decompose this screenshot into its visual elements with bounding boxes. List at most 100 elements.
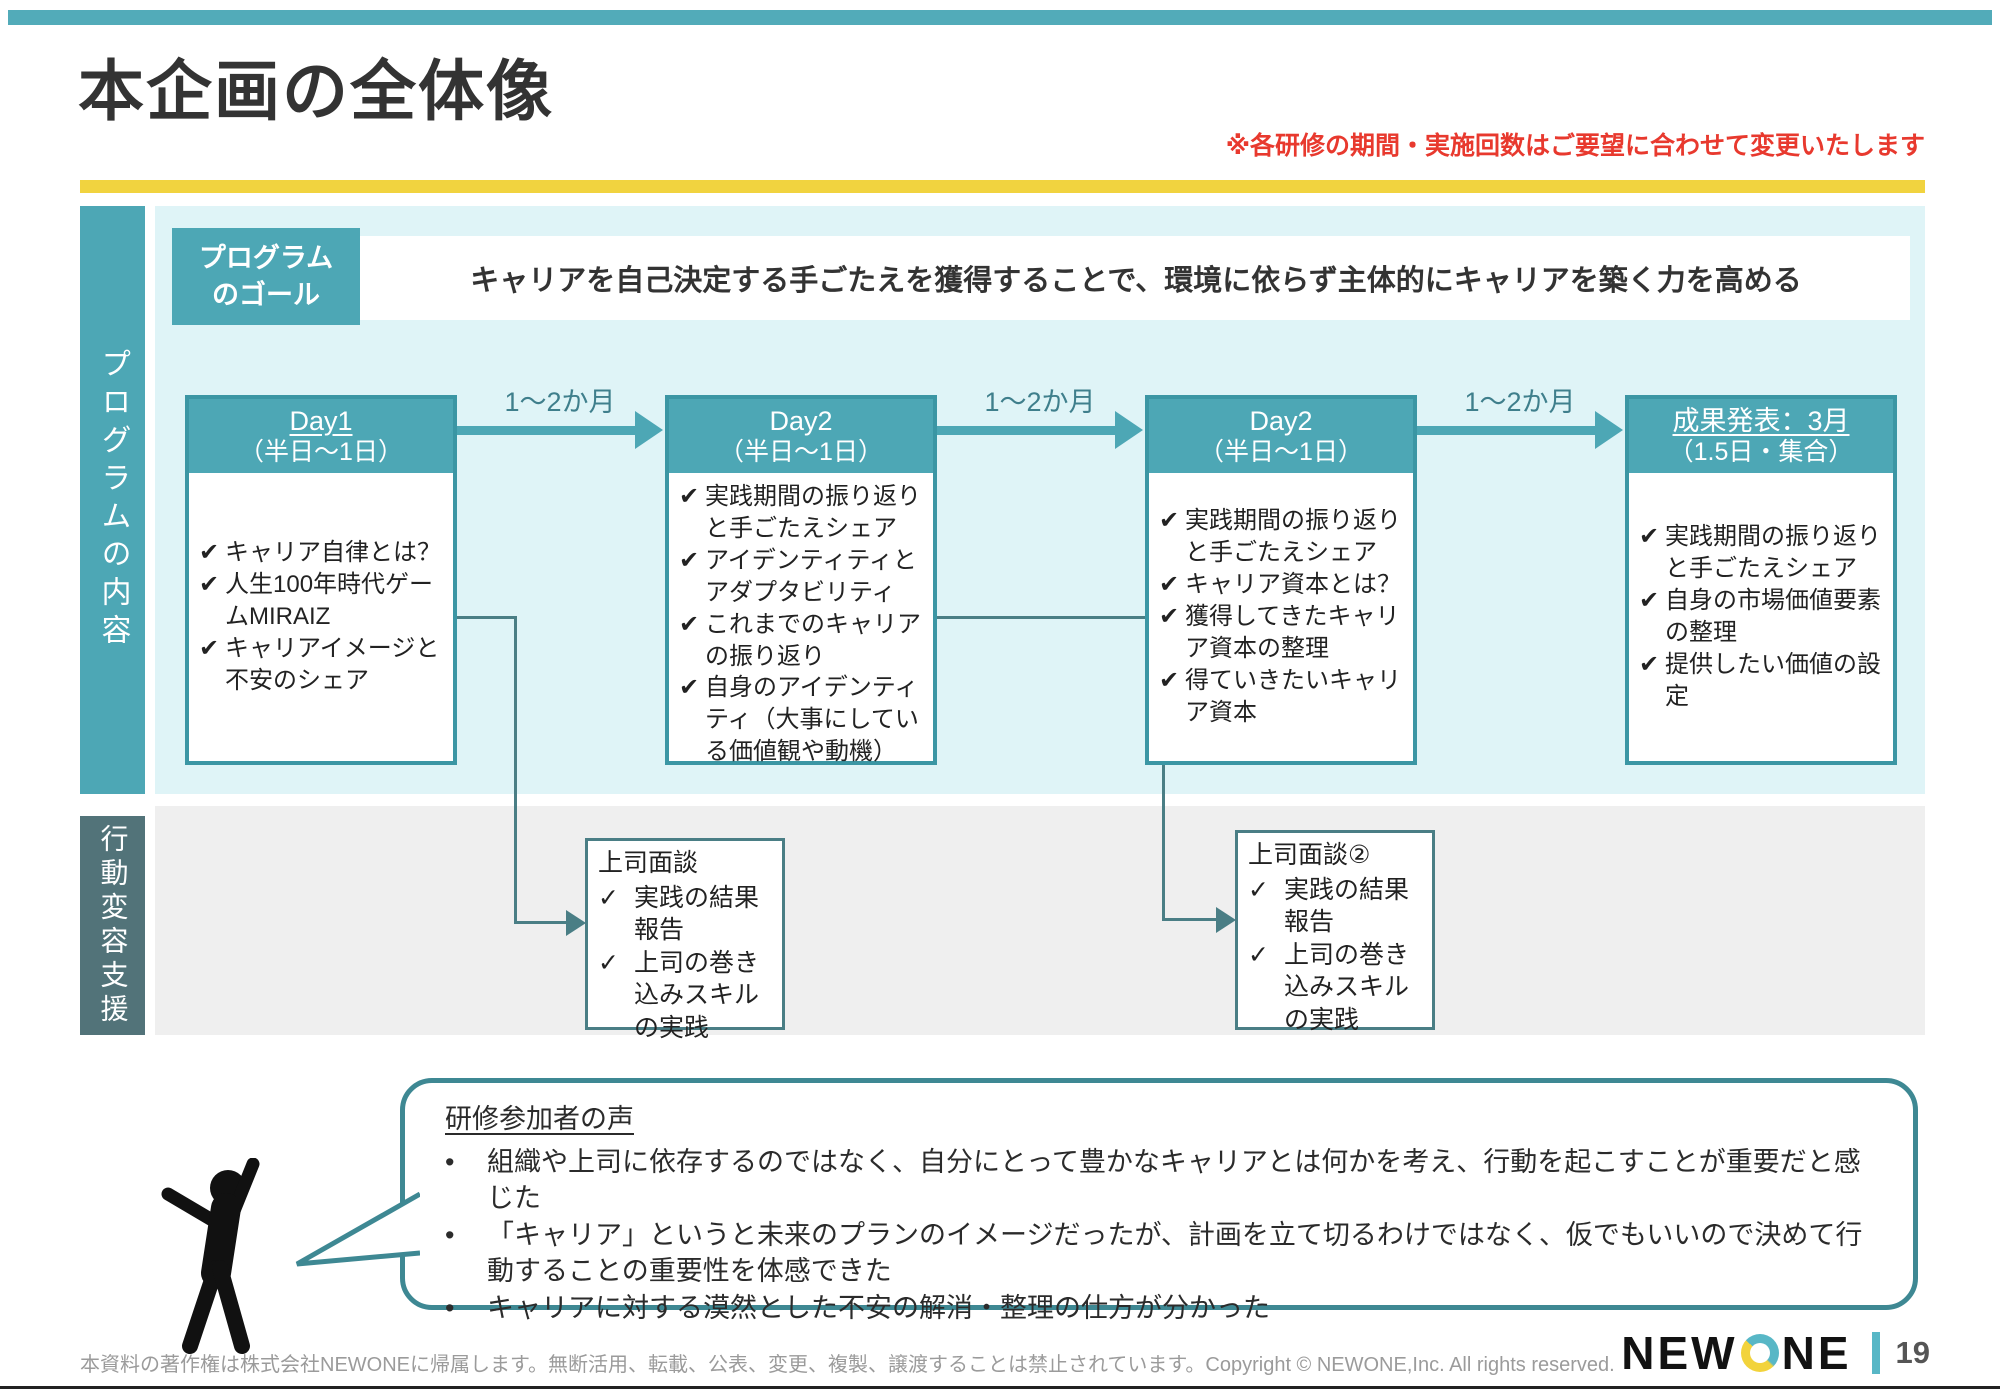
checklist-item: ✔キャリア自律とは？ <box>199 537 443 569</box>
behavior-support-panel <box>155 806 1925 1035</box>
check-icon: ✓ <box>1248 875 1269 904</box>
logo-o-icon <box>1740 1334 1779 1372</box>
connector-line <box>514 921 570 924</box>
yellow-divider <box>80 180 1925 193</box>
flow-box-subtitle: （1.5日・集合） <box>1668 438 1854 467</box>
flow-box-header: Day2 （半日〜1日） <box>669 399 933 473</box>
program-goal-label: プログラム のゴール <box>172 228 360 325</box>
flow-box-day2-first: Day2 （半日〜1日） ✔実践期間の振り返りと手ごたえシェア ✔アイデンティテ… <box>665 395 937 765</box>
voice-bullet: •「キャリア」というと未来のプランのイメージだったが、計画を立て切るわけではなく… <box>445 1217 1883 1290</box>
voices-title: 研修参加者の声 <box>445 1104 634 1134</box>
program-goal-text: キャリアを自己決定する手ごたえを獲得することで、環境に依らず主体的にキャリアを築… <box>470 265 1802 297</box>
interval-label: 1〜2か月 <box>984 387 1096 417</box>
interview-box-2: 上司面談② ✓実践の結果報告 ✓上司の巻き込みスキルの実践 <box>1235 830 1435 1034</box>
checklist-item-text: これまでのキャリアの振り返り <box>705 610 921 670</box>
checklist-item: ✔実践期間の振り返りと手ごたえシェア <box>1639 521 1883 585</box>
connector-line <box>1162 616 1165 921</box>
check-icon: ✔ <box>679 483 700 510</box>
copyright-text: 本資料の著作権は株式会社NEWONEに帰属します。無断活用、転載、公表、変更、複… <box>80 1354 1615 1376</box>
flow-box-title: Day2 <box>769 405 833 436</box>
flow-box-title: Day2 <box>1249 405 1313 436</box>
checklist-item-text: 自身の市場価値要素の整理 <box>1665 587 1881 646</box>
checklist-item: ✔アイデンティティとアダプタビリティ <box>679 545 923 609</box>
voice-text: キャリアに対する漠然とした不安の解消・整理の仕方が分かった <box>487 1292 1270 1323</box>
checklist-item: ✓ 上司の巻き込みスキルの実践 <box>598 947 772 1045</box>
connector-line <box>937 616 1165 619</box>
interview-box-1: 上司面談 ✓実践の結果報告 ✓上司の巻き込みスキルの実践 <box>585 838 785 1042</box>
bottom-edge-line <box>0 1386 2000 1389</box>
flow-arrow-line <box>937 426 1115 435</box>
check-icon: ✔ <box>679 546 700 574</box>
bubble-tail-icon <box>295 1191 420 1267</box>
checklist-item: ✔キャリア資本とは？ <box>1159 569 1403 601</box>
checklist-item-text: 上司の巻き込みスキルの実践 <box>1284 940 1410 1034</box>
checklist-item: ✔キャリアイメージと不安のシェア <box>199 633 443 697</box>
check-icon: ✔ <box>1159 603 1180 631</box>
connector-line <box>1162 918 1220 921</box>
check-icon: ✔ <box>1159 666 1180 694</box>
interval-label: 1〜2か月 <box>1464 387 1576 417</box>
checklist-item: ✓実践の結果報告 <box>598 882 772 947</box>
voice-bullet: •組織や上司に依存するのではなく、自分にとって豊かなキャリアとは何かを考え、行動… <box>445 1144 1883 1217</box>
logo-text-left: NEW <box>1621 1327 1738 1379</box>
flow-box-body: ✔実践期間の振り返りと手ごたえシェア ✔自身の市場価値要素の整理 ✔提供したい価… <box>1629 473 1893 761</box>
checklist-item-text: 実践の結果報告 <box>634 883 760 945</box>
checklist-item-text: 得ていきたいキャリア資本 <box>1185 666 1401 726</box>
connector-line <box>457 616 517 619</box>
flow-box-presentation: 成果発表：3月 （1.5日・集合） ✔実践期間の振り返りと手ごたえシェア ✔自身… <box>1625 395 1897 765</box>
cheering-person-icon <box>161 1158 260 1354</box>
connector-arrowhead-icon <box>566 910 586 936</box>
checklist-item-text: アイデンティティとアダプタビリティ <box>705 546 917 606</box>
checklist-item: ✔実践期間の振り返りと手ごたえシェア <box>679 481 923 545</box>
checklist-item: ✔実践期間の振り返りと手ごたえシェア <box>1159 505 1403 569</box>
flow-box-body: ✔実践期間の振り返りと手ごたえシェア ✔アイデンティティとアダプタビリティ ✔こ… <box>669 473 933 776</box>
program-goal-band: キャリアを自己決定する手ごたえを獲得することで、環境に依らず主体的にキャリアを築… <box>172 236 1910 320</box>
flow-arrow-head-icon <box>1115 411 1143 449</box>
check-icon: ✔ <box>679 610 700 638</box>
checklist-item-text: 上司の巻き込みスキルの実践 <box>634 948 760 1042</box>
checklist-item: ✔自身のアイデンティティ（大事にしている価値観や動機） <box>679 672 923 768</box>
flow-arrow-head-icon <box>635 411 663 449</box>
checklist-item-text: キャリアイメージと不安のシェア <box>225 634 440 694</box>
checklist-item: ✔提供したい価値の設定 <box>1639 649 1883 713</box>
voice-text: 組織や上司に依存するのではなく、自分にとって豊かなキャリアとは何かを考え、行動を… <box>487 1147 1861 1214</box>
logo-o-inner <box>1749 1343 1770 1363</box>
logo-text-right: NE <box>1781 1327 1852 1379</box>
flow-box-header: Day1 （半日〜1日） <box>189 399 453 473</box>
flow-box-subtitle: （半日〜1日） <box>719 438 883 467</box>
checklist-item-text: 獲得してきたキャリア資本の整理 <box>1185 603 1400 662</box>
flow-arrow-head-icon <box>1595 411 1623 449</box>
revision-note: ※各研修の期間・実施回数はご要望に合わせて変更いたします <box>1225 132 1925 160</box>
checklist-item: ✓上司の巻き込みスキルの実践 <box>1248 939 1422 1037</box>
flow-arrow-line <box>1417 426 1595 435</box>
voice-bullet: • キャリアに対する漠然とした不安の解消・整理の仕方が分かった <box>445 1290 1883 1326</box>
check-icon: ✔ <box>1639 587 1660 615</box>
bullet-icon: • <box>445 1292 455 1323</box>
connector-line <box>514 616 517 924</box>
sidebar-program-label: プログラムの内容 <box>96 348 130 652</box>
check-icon: ✔ <box>1639 650 1660 678</box>
flow-box-header: 成果発表：3月 （1.5日・集合） <box>1629 399 1893 473</box>
check-icon: ✓ <box>598 948 619 977</box>
flow-box-day2-second: Day2 （半日〜1日） ✔実践期間の振り返りと手ごたえシェア ✔キャリア資本と… <box>1145 395 1417 765</box>
sidebar-behavior-support: 行動変容支援 <box>80 816 145 1035</box>
participant-voices-bubble: 研修参加者の声 •組織や上司に依存するのではなく、自分にとって豊かなキャリアとは… <box>400 1078 1918 1323</box>
check-icon: ✔ <box>1159 571 1180 599</box>
checklist-item-text: キャリア自律とは？ <box>225 539 441 567</box>
flow-box-body: ✔キャリア自律とは？ ✔人生100年時代ゲームMIRAIZ ✔キャリアイメージと… <box>189 473 453 761</box>
checklist-item-text: 実践期間の振り返りと手ごたえシェア <box>1185 507 1401 567</box>
check-icon: ✔ <box>1159 507 1180 535</box>
checklist-item-text: 人生100年時代ゲームMIRAIZ <box>225 571 434 631</box>
sidebar-behavior-label: 行動変容支援 <box>97 823 129 1028</box>
flow-box-body: ✔実践期間の振り返りと手ごたえシェア ✔キャリア資本とは？ ✔獲得してきたキャリ… <box>1149 473 1413 761</box>
checklist-item: ✔獲得してきたキャリア資本の整理 <box>1159 601 1403 665</box>
voice-text: 「キャリア」というと未来のプランのイメージだったが、計画を立て切るわけではなく、… <box>487 1219 1863 1287</box>
newone-logo: NEW NE 19 <box>1621 1326 1930 1380</box>
logo-separator-bar <box>1871 1332 1880 1374</box>
checklist-item-text: 自身のアイデンティティ（大事にしている価値観や動機） <box>705 674 919 766</box>
sidebar-program-content: プログラムの内容 <box>80 206 145 794</box>
check-icon: ✔ <box>199 539 220 567</box>
checklist-item-text: 提供したい価値の設定 <box>1665 650 1881 710</box>
checklist-item: ✓実践の結果報告 <box>1248 874 1422 939</box>
